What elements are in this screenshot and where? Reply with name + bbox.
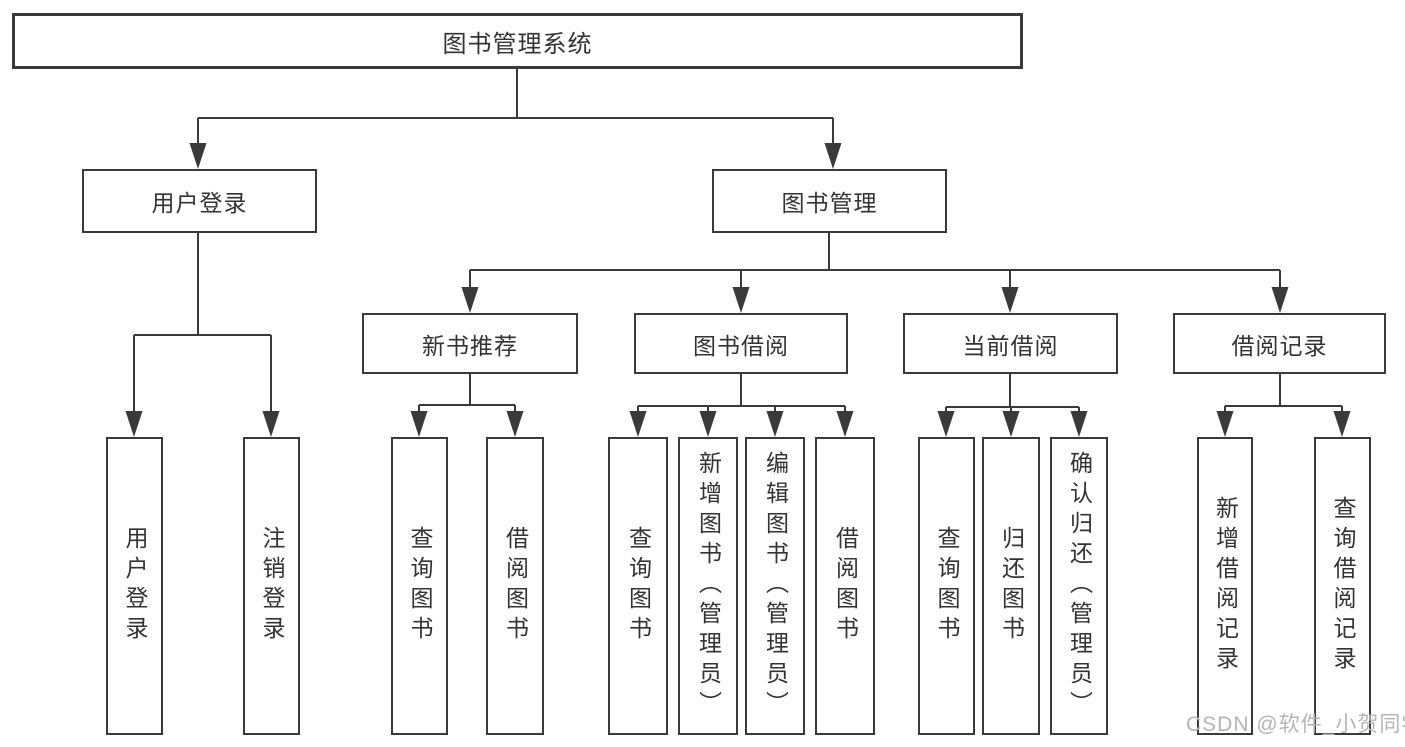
arrow-down-icon: [1216, 411, 1234, 437]
arrow-down-icon: [410, 411, 428, 437]
arrow-down-icon: [1001, 287, 1019, 313]
node-book-management: 图书管理: [712, 169, 947, 233]
arrowheads: [125, 143, 1351, 437]
arrow-down-icon: [1333, 411, 1351, 437]
node-borrow-records: 借阅记录: [1173, 313, 1386, 374]
arrow-down-icon: [699, 411, 717, 437]
arrow-down-icon: [461, 287, 479, 313]
leaf-add-borrow-record: 新增借阅记录: [1197, 437, 1253, 735]
arrow-down-icon: [766, 411, 784, 437]
arrow-down-icon: [824, 143, 842, 169]
watermark: CSDN @软件_小贺同学: [1186, 713, 1405, 736]
arrow-down-icon: [732, 287, 750, 313]
node-current-borrow: 当前借阅: [903, 313, 1118, 374]
leaf-user-login: 用户登录: [106, 437, 163, 735]
arrow-down-icon: [937, 411, 955, 437]
arrow-down-icon: [1070, 411, 1088, 437]
leaf-query-books-borrow: 查询图书: [608, 437, 668, 735]
leaf-query-books-current: 查询图书: [918, 437, 975, 735]
leaf-edit-book-admin: 编辑图书（管理员）: [745, 437, 805, 735]
leaf-confirm-return-admin: 确认归还（管理员）: [1050, 437, 1108, 735]
arrow-down-icon: [262, 411, 280, 437]
node-book-borrow: 图书借阅: [634, 313, 848, 374]
leaf-borrow-books: 借阅图书: [815, 437, 875, 735]
arrow-down-icon: [506, 411, 524, 437]
node-user-login: 用户登录: [82, 169, 317, 233]
leaf-borrow-books-recommend: 借阅图书: [486, 437, 544, 735]
arrow-down-icon: [836, 411, 854, 437]
leaf-return-book: 归还图书: [982, 437, 1040, 735]
arrow-down-icon: [1271, 287, 1289, 313]
leaf-query-borrow-record: 查询借阅记录: [1314, 437, 1371, 735]
arrow-down-icon: [1002, 411, 1020, 437]
node-new-book-recommend: 新书推荐: [362, 313, 578, 374]
leaf-query-books-recommend: 查询图书: [391, 437, 448, 735]
arrow-down-icon: [189, 143, 207, 169]
arrow-down-icon: [125, 411, 143, 437]
leaf-logout: 注销登录: [243, 437, 300, 735]
arrow-down-icon: [629, 411, 647, 437]
node-library-system: 图书管理系统: [12, 13, 1023, 69]
leaf-add-book-admin: 新增图书（管理员）: [678, 437, 738, 735]
